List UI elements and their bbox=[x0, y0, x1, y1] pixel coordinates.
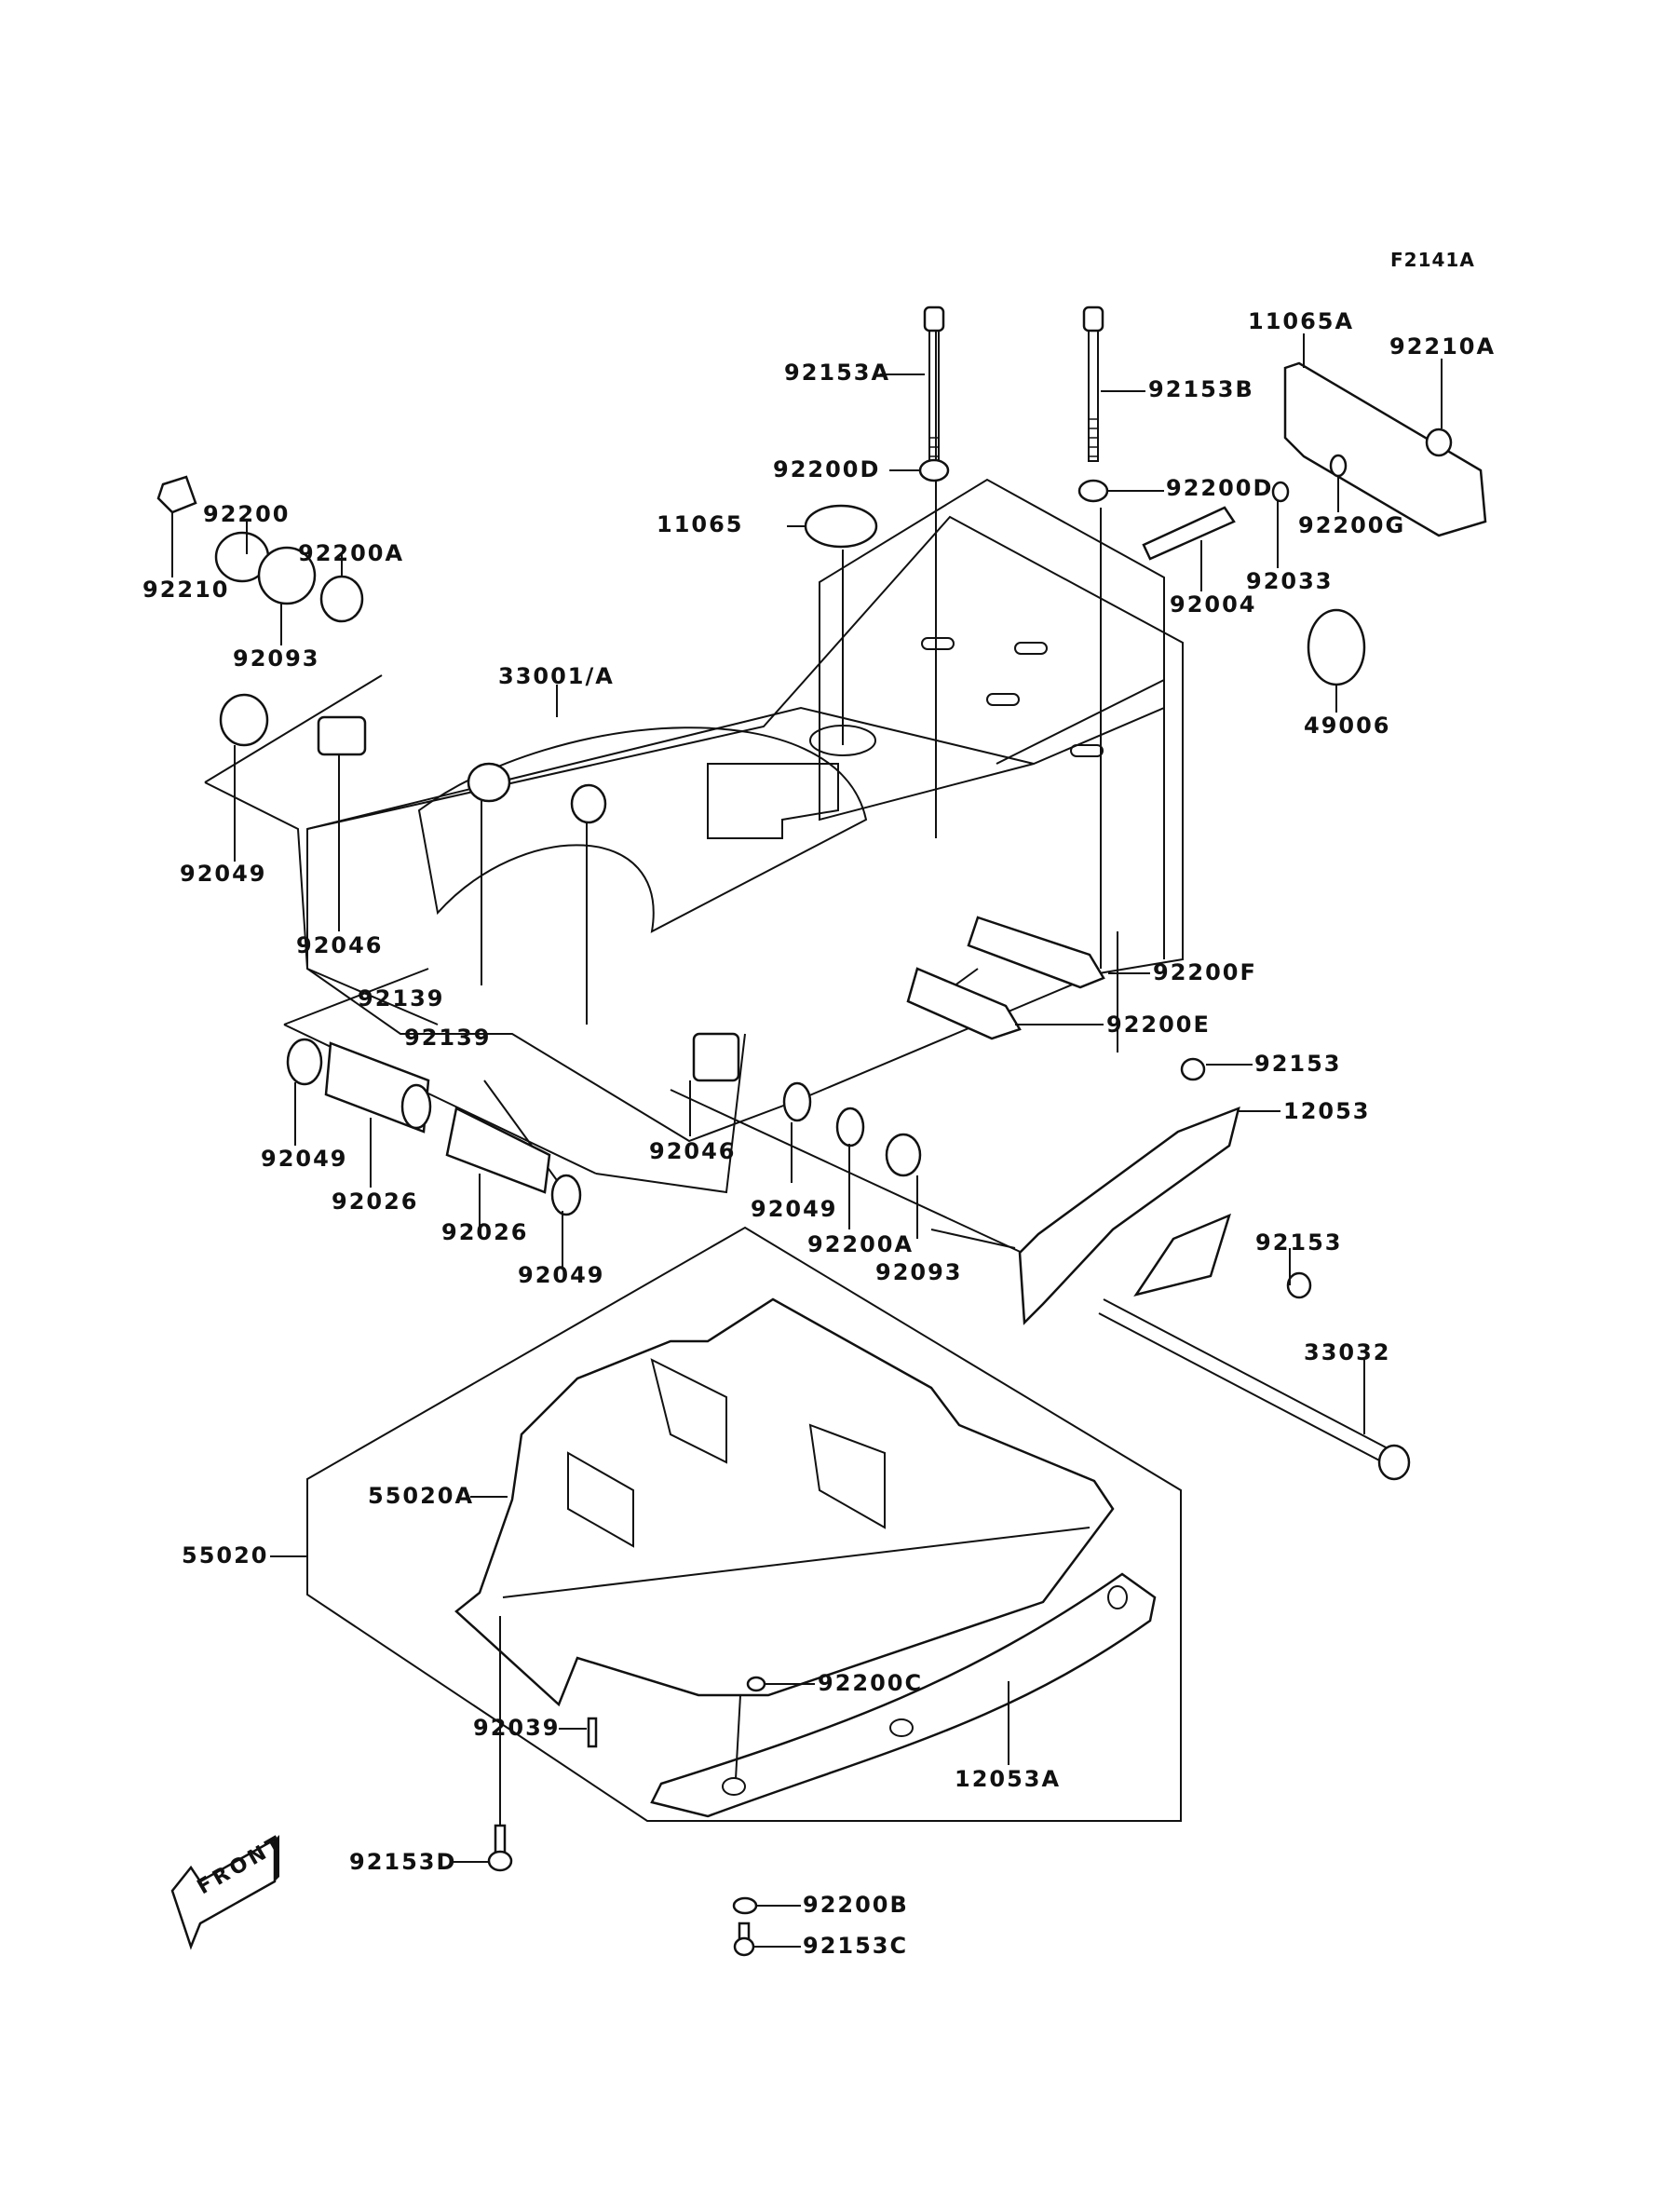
washer-92200C-drawing bbox=[746, 1676, 766, 1692]
part-label[interactable]: 92210A bbox=[1389, 333, 1497, 360]
label-leaders bbox=[171, 333, 1443, 1948]
part-label[interactable]: 92200 bbox=[203, 501, 291, 527]
part-label[interactable]: 92039 bbox=[473, 1715, 561, 1741]
part-label[interactable]: 92093 bbox=[875, 1259, 963, 1285]
part-label[interactable]: 55020A bbox=[368, 1483, 475, 1509]
part-label[interactable]: 55020 bbox=[182, 1542, 269, 1569]
part-label[interactable]: 92139 bbox=[404, 1025, 492, 1051]
plates-drawing bbox=[906, 916, 1105, 1040]
part-label[interactable]: 92153C bbox=[803, 1933, 909, 1959]
part-label[interactable]: 92200G bbox=[1298, 512, 1406, 538]
guard-55020A-drawing bbox=[454, 1297, 1115, 1707]
part-label[interactable]: 12053 bbox=[1283, 1098, 1371, 1124]
part-label[interactable]: 92049 bbox=[518, 1262, 605, 1288]
part-label[interactable]: 33001/A bbox=[498, 663, 615, 689]
guard-enclosure bbox=[306, 1226, 1182, 1822]
part-label[interactable]: 92200D bbox=[773, 456, 881, 482]
part-label[interactable]: 92200E bbox=[1106, 1012, 1211, 1038]
part-label[interactable]: 92153 bbox=[1254, 1051, 1342, 1077]
leader-lines bbox=[204, 307, 1118, 1268]
figure-code: F2141A bbox=[1390, 249, 1475, 271]
part-label[interactable]: 92046 bbox=[649, 1138, 737, 1164]
part-label[interactable]: 92200A bbox=[807, 1231, 915, 1257]
bolt-92153-side-drawing bbox=[1286, 1271, 1312, 1299]
bolt-92153B-drawing bbox=[1077, 306, 1109, 503]
part-label[interactable]: 92153D bbox=[349, 1849, 457, 1875]
part-label[interactable]: 92049 bbox=[180, 861, 267, 887]
bolt-92153-top-drawing bbox=[1180, 1057, 1206, 1081]
part-label[interactable]: 92049 bbox=[751, 1196, 838, 1222]
part-label[interactable]: 92093 bbox=[233, 645, 320, 672]
part-label[interactable]: 92049 bbox=[261, 1146, 348, 1172]
part-label[interactable]: 92153 bbox=[1255, 1229, 1343, 1256]
slider-12053A-drawing bbox=[650, 1572, 1157, 1818]
part-label[interactable]: 92200D bbox=[1166, 475, 1274, 501]
part-label[interactable]: 92026 bbox=[441, 1219, 529, 1245]
part-label[interactable]: 33032 bbox=[1304, 1339, 1391, 1365]
part-label[interactable]: 92210 bbox=[142, 577, 230, 603]
part-label[interactable]: 92200A bbox=[298, 540, 405, 566]
part-label[interactable]: 92139 bbox=[358, 985, 445, 1012]
rivet-92039-drawing bbox=[587, 1717, 598, 1748]
part-label[interactable]: 92033 bbox=[1246, 568, 1334, 594]
cap-11065-drawing bbox=[804, 504, 878, 549]
bolt-92153D-drawing bbox=[494, 1824, 507, 1855]
washer-92200B-drawing bbox=[732, 1896, 758, 1915]
part-label[interactable]: 92200B bbox=[803, 1892, 909, 1918]
part-label[interactable]: 92153B bbox=[1148, 376, 1254, 402]
guide-11065A-drawing bbox=[1283, 361, 1487, 537]
sleeves-drawing bbox=[286, 1032, 922, 1216]
part-label[interactable]: 92026 bbox=[332, 1188, 419, 1215]
part-label[interactable]: 92200F bbox=[1153, 959, 1257, 985]
part-label[interactable]: 92153A bbox=[784, 360, 891, 386]
adjuster-12053-drawing bbox=[1018, 1106, 1240, 1325]
part-label[interactable]: 92004 bbox=[1170, 591, 1257, 618]
part-label[interactable]: 92046 bbox=[296, 932, 384, 958]
part-label[interactable]: 11065 bbox=[657, 511, 744, 537]
boot-49006-drawing bbox=[1307, 608, 1366, 686]
pivot-shaft-33032-drawing bbox=[1098, 1298, 1411, 1481]
part-label[interactable]: 49006 bbox=[1304, 713, 1391, 739]
stud-92004-drawing bbox=[1142, 506, 1236, 561]
part-label[interactable]: 92200C bbox=[818, 1670, 924, 1696]
top-left-hardware-drawing bbox=[156, 475, 607, 824]
part-label[interactable]: 12053A bbox=[955, 1766, 1062, 1792]
part-label[interactable]: 11065A bbox=[1248, 308, 1355, 334]
bolt-92153A-drawing bbox=[918, 306, 950, 482]
front-arrow-badge bbox=[170, 1835, 279, 1950]
